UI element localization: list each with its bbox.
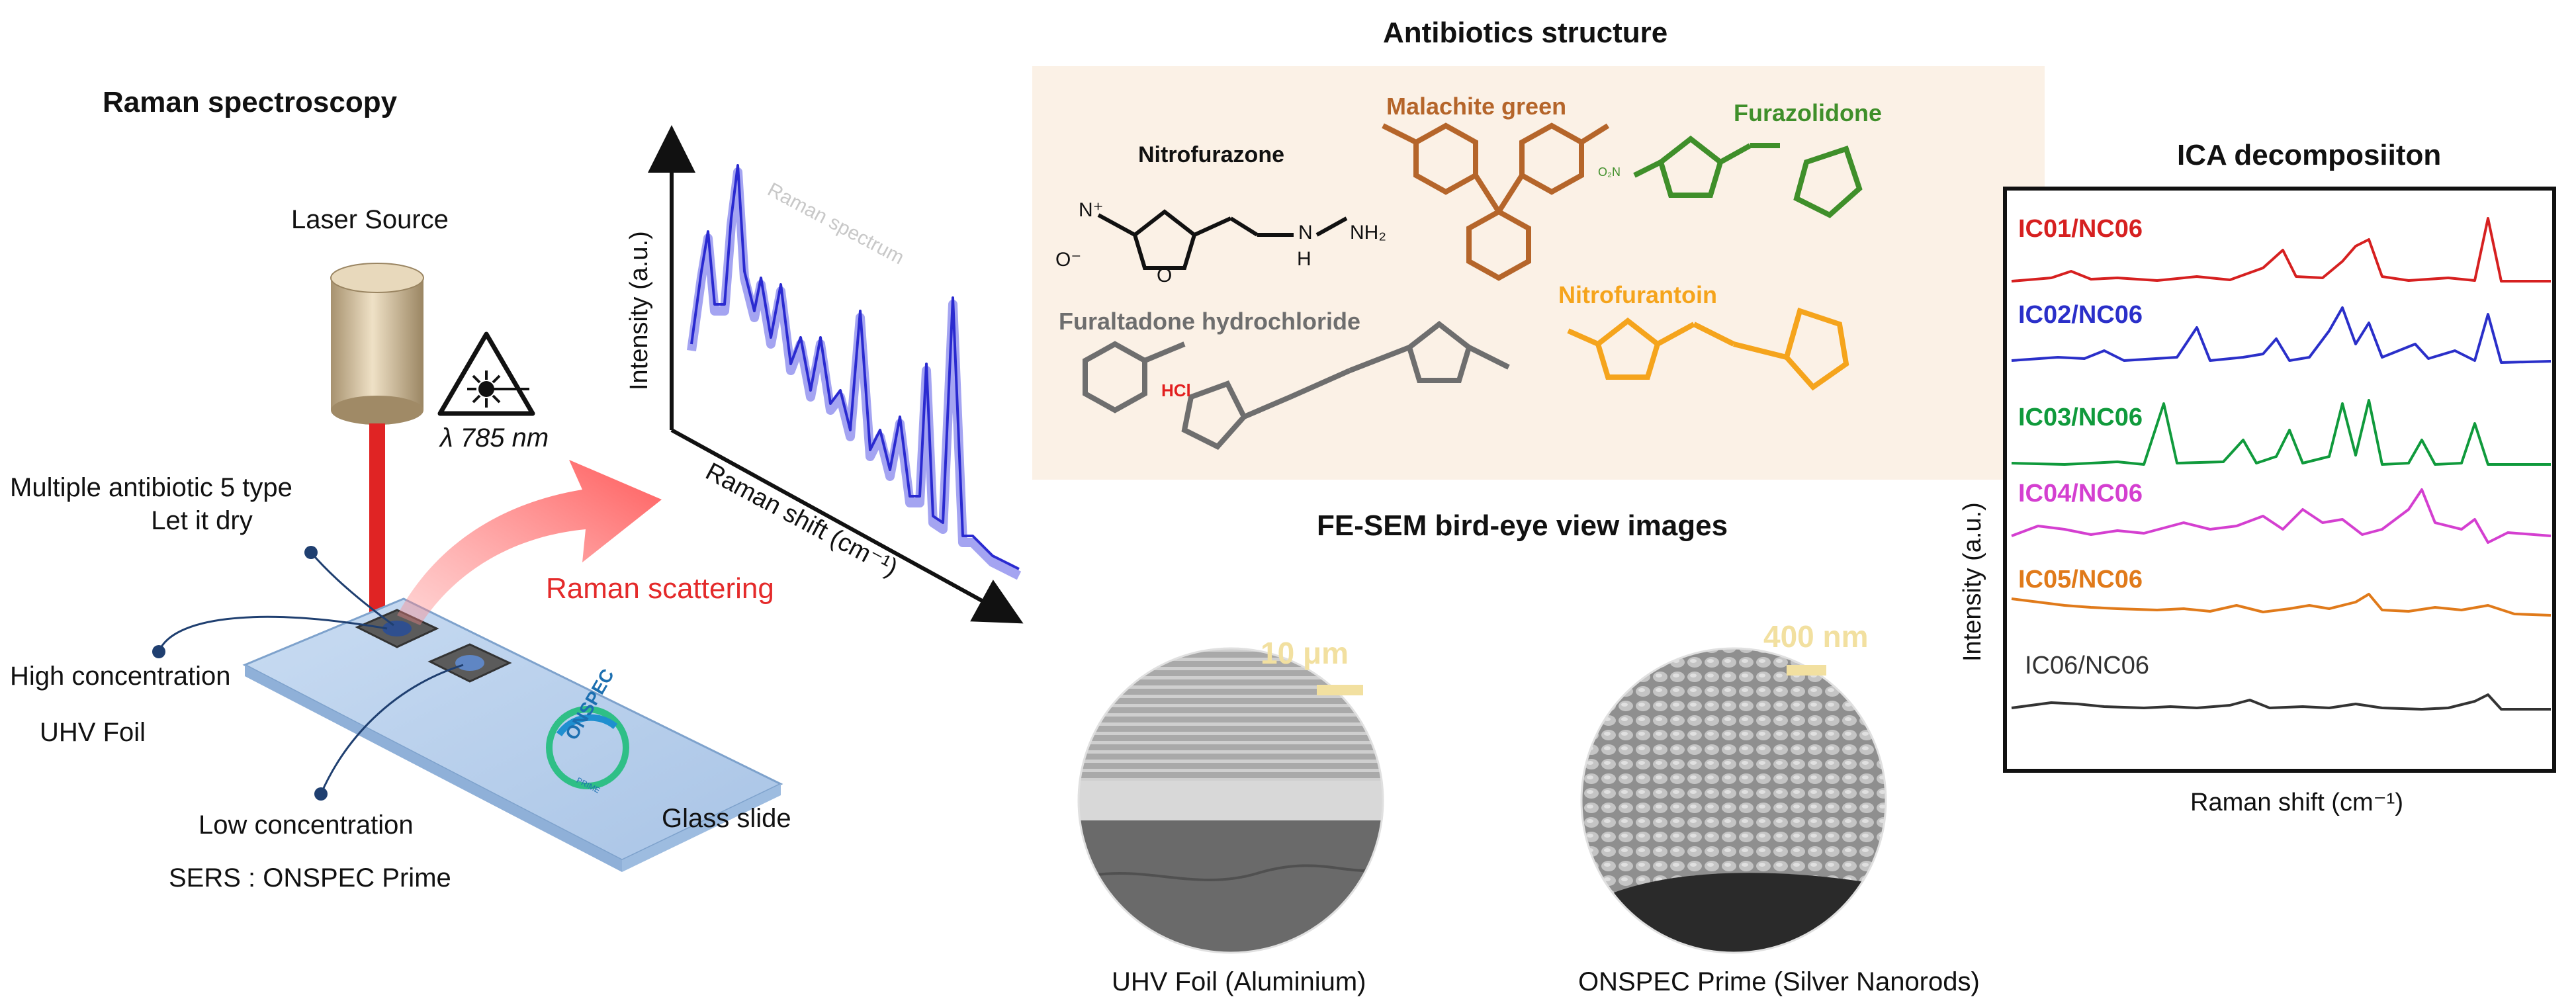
atom-n: N bbox=[1298, 222, 1313, 243]
laser-source-label: Laser Source bbox=[291, 205, 449, 234]
ica-label-2: IC02/NC06 bbox=[2018, 301, 2143, 329]
high-concentration-label: High concentration bbox=[10, 662, 231, 691]
scale-bar-left bbox=[1317, 685, 1363, 695]
nitrofurantoin-structure bbox=[1567, 307, 1849, 391]
structure-panel-bg bbox=[1032, 66, 2045, 480]
laser-source-icon bbox=[330, 263, 424, 425]
ica-label-3: IC03/NC06 bbox=[2018, 404, 2143, 431]
raman-title: Raman spectroscopy bbox=[103, 86, 398, 118]
ica-frame bbox=[2003, 187, 2556, 773]
scattering-arrow bbox=[397, 460, 662, 625]
scale-label-left: 10 μm bbox=[1261, 636, 1349, 670]
sem-title: FE-SEM bird-eye view images bbox=[1317, 509, 1728, 542]
sem-right-frame bbox=[1580, 647, 1887, 954]
low-concentration-label: Low concentration bbox=[199, 810, 414, 840]
glass-slide bbox=[242, 597, 783, 872]
structures-title: Antibiotics structure bbox=[1383, 17, 1668, 49]
ica-label-4: IC04/NC06 bbox=[2018, 480, 2143, 507]
wavelength-label: λ 785 nm bbox=[440, 423, 549, 453]
leader-lines bbox=[157, 552, 464, 795]
atom-nplus: N⁺ bbox=[1079, 199, 1104, 221]
compound-nitrofurantoin: Nitrofurantoin bbox=[1558, 281, 1717, 308]
glass-slide-label: Glass slide bbox=[662, 804, 791, 833]
ica-label-6: IC06/NC06 bbox=[2025, 652, 2149, 679]
laser-hazard-icon bbox=[437, 331, 535, 416]
leader-dot-3 bbox=[314, 787, 328, 801]
sem-caption-left: UHV Foil (Aluminium) bbox=[1112, 967, 1366, 996]
onspec-logo bbox=[546, 706, 629, 789]
ica-title: ICA decomposiiton bbox=[2177, 139, 2442, 171]
spectrum-y-axis-label: Intensity (a.u.) bbox=[625, 231, 653, 390]
furazolidone-structure bbox=[1633, 135, 1863, 218]
sem-left-frame bbox=[1077, 647, 1384, 954]
leader-dot-1 bbox=[304, 546, 318, 559]
ica-spectra bbox=[2011, 217, 2552, 711]
spectrum-axes bbox=[648, 125, 1024, 624]
ica-label-1: IC01/NC06 bbox=[2018, 215, 2143, 243]
compound-furazolidone: Furazolidone bbox=[1734, 99, 1882, 126]
sample-well-low bbox=[427, 643, 512, 683]
compound-furaltadone: Furaltadone hydrochloride bbox=[1059, 308, 1361, 335]
leader-dot-2 bbox=[152, 645, 165, 658]
nitrofurazone-structure bbox=[1097, 209, 1348, 270]
atom-h: H bbox=[1297, 248, 1311, 270]
compound-malachite-green: Malachite green bbox=[1386, 93, 1567, 120]
raman-spectrum bbox=[687, 164, 1022, 580]
sample-label-line1: Multiple antibiotic 5 type bbox=[10, 473, 292, 502]
ica-x-axis-label: Raman shift (cm⁻¹) bbox=[2190, 789, 2403, 816]
compound-nitrofurazone: Nitrofurazone bbox=[1138, 142, 1284, 167]
atom-nh2: NH₂ bbox=[1350, 222, 1386, 243]
furaltadone-structure bbox=[1083, 320, 1510, 450]
sample-label-line2: Let it dry bbox=[151, 506, 253, 535]
sem-caption-right: ONSPEC Prime (Silver Nanorods) bbox=[1578, 967, 1980, 996]
ica-y-axis-label: Intensity (a.u.) bbox=[1959, 502, 1986, 662]
raman-scattering-label: Raman scattering bbox=[546, 572, 774, 605]
ica-label-5: IC05/NC06 bbox=[2018, 566, 2143, 593]
atom-o2n: O₂N bbox=[1598, 165, 1621, 179]
atom-o: O bbox=[1157, 265, 1173, 286]
sem-image-silver bbox=[1581, 648, 1886, 953]
uhv-foil-label: UHV Foil bbox=[40, 718, 146, 747]
malachite-green-structure bbox=[1382, 122, 1610, 281]
sers-label: SERS : ONSPEC Prime bbox=[169, 863, 451, 893]
scale-bar-right bbox=[1787, 665, 1826, 676]
hcl-label: HCl bbox=[1161, 380, 1191, 400]
scale-label-right: 400 nm bbox=[1763, 619, 1869, 654]
atom-o-minus: O⁻ bbox=[1055, 249, 1082, 271]
